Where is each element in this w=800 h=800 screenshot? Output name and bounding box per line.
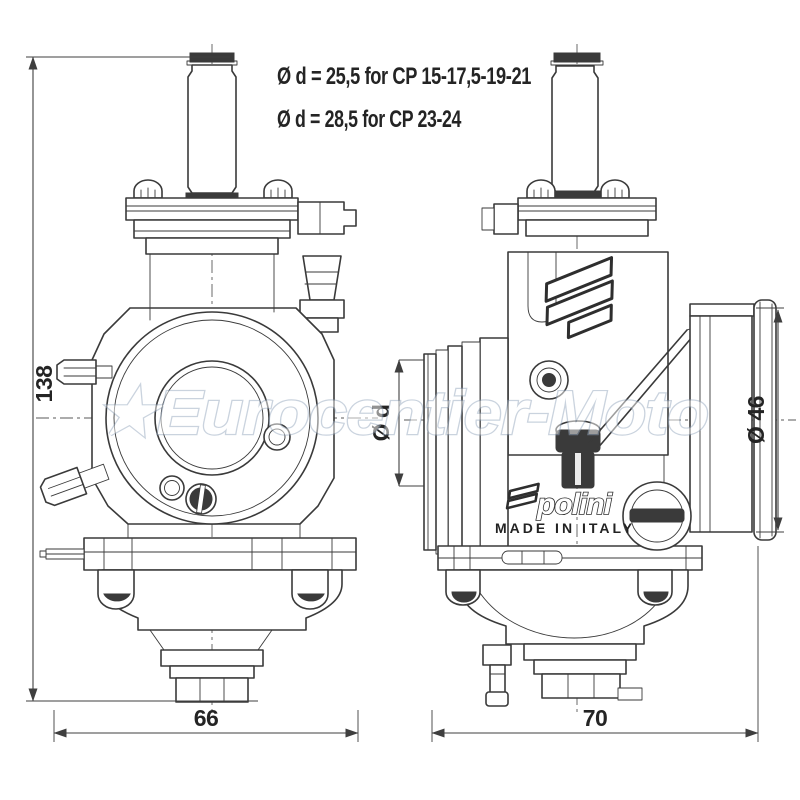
air-intake-bell-icon — [105, 311, 319, 525]
dimension-outlet-label: Ø 46 — [743, 396, 769, 444]
bowl-screw-bosses-side — [445, 569, 673, 606]
throttle-cable-tube-side-icon — [550, 52, 604, 200]
carb-top-cap — [125, 179, 299, 255]
spec-annotations: Ø d = 25,5 for CP 15-17,5-19-21 Ø d = 28… — [277, 63, 532, 133]
side-view: polini MADE IN ITALY — [423, 52, 777, 707]
choke-plunger-icon — [555, 420, 601, 489]
dimension-outlet-diameter: Ø 46 — [743, 307, 784, 533]
carb-top-cap-side — [481, 179, 657, 237]
throttle-cable-tube-icon — [185, 52, 239, 202]
float-bowl-side — [459, 569, 689, 701]
bowl-plate-side — [437, 545, 703, 571]
dimension-bore-label: Ø d — [368, 405, 394, 442]
cable-adjuster-boss-icon — [529, 360, 569, 400]
spec-line-2: Ø d = 28,5 for CP 23-24 — [277, 106, 462, 133]
polini-logo-text: polini — [536, 488, 613, 521]
cable-bracket — [297, 201, 357, 235]
idle-screw-icon — [56, 359, 113, 385]
dimension-height-label: 138 — [31, 365, 57, 403]
polini-emblem-icon — [544, 256, 614, 340]
dimension-front-width: 66 — [53, 705, 359, 742]
slotted-screw-icon — [185, 483, 217, 515]
drain-nipple-icon — [482, 644, 512, 707]
polini-small-emblem-icon — [505, 482, 540, 510]
bowl-screw-bosses-front — [97, 569, 329, 610]
intake-manifold-flange — [689, 299, 777, 541]
dimension-side-width-label: 70 — [583, 705, 608, 731]
dimension-side-width: 70 — [431, 546, 759, 742]
made-in-italy-text: MADE IN ITALY — [495, 520, 635, 536]
spec-line-1: Ø d = 25,5 for CP 15-17,5-19-21 — [277, 63, 531, 90]
dimension-inlet-bore: Ø d — [368, 359, 424, 487]
dimension-annotations: 138 66 70 Ø d Ø 46 — [26, 56, 784, 742]
watermark: ★Eurocentier-Moto — [95, 378, 710, 449]
dimension-front-width-label: 66 — [194, 705, 219, 731]
mixture-screw-icon — [39, 463, 110, 507]
front-view — [39, 52, 357, 703]
watermark-text: ★Eurocentier-Moto — [96, 379, 708, 448]
face-ports — [159, 423, 291, 515]
mounting-flange-front — [39, 537, 357, 571]
fuel-screw-icon — [622, 481, 692, 551]
dimension-overall-height: 138 — [26, 56, 258, 702]
float-bowl-front — [101, 569, 343, 703]
